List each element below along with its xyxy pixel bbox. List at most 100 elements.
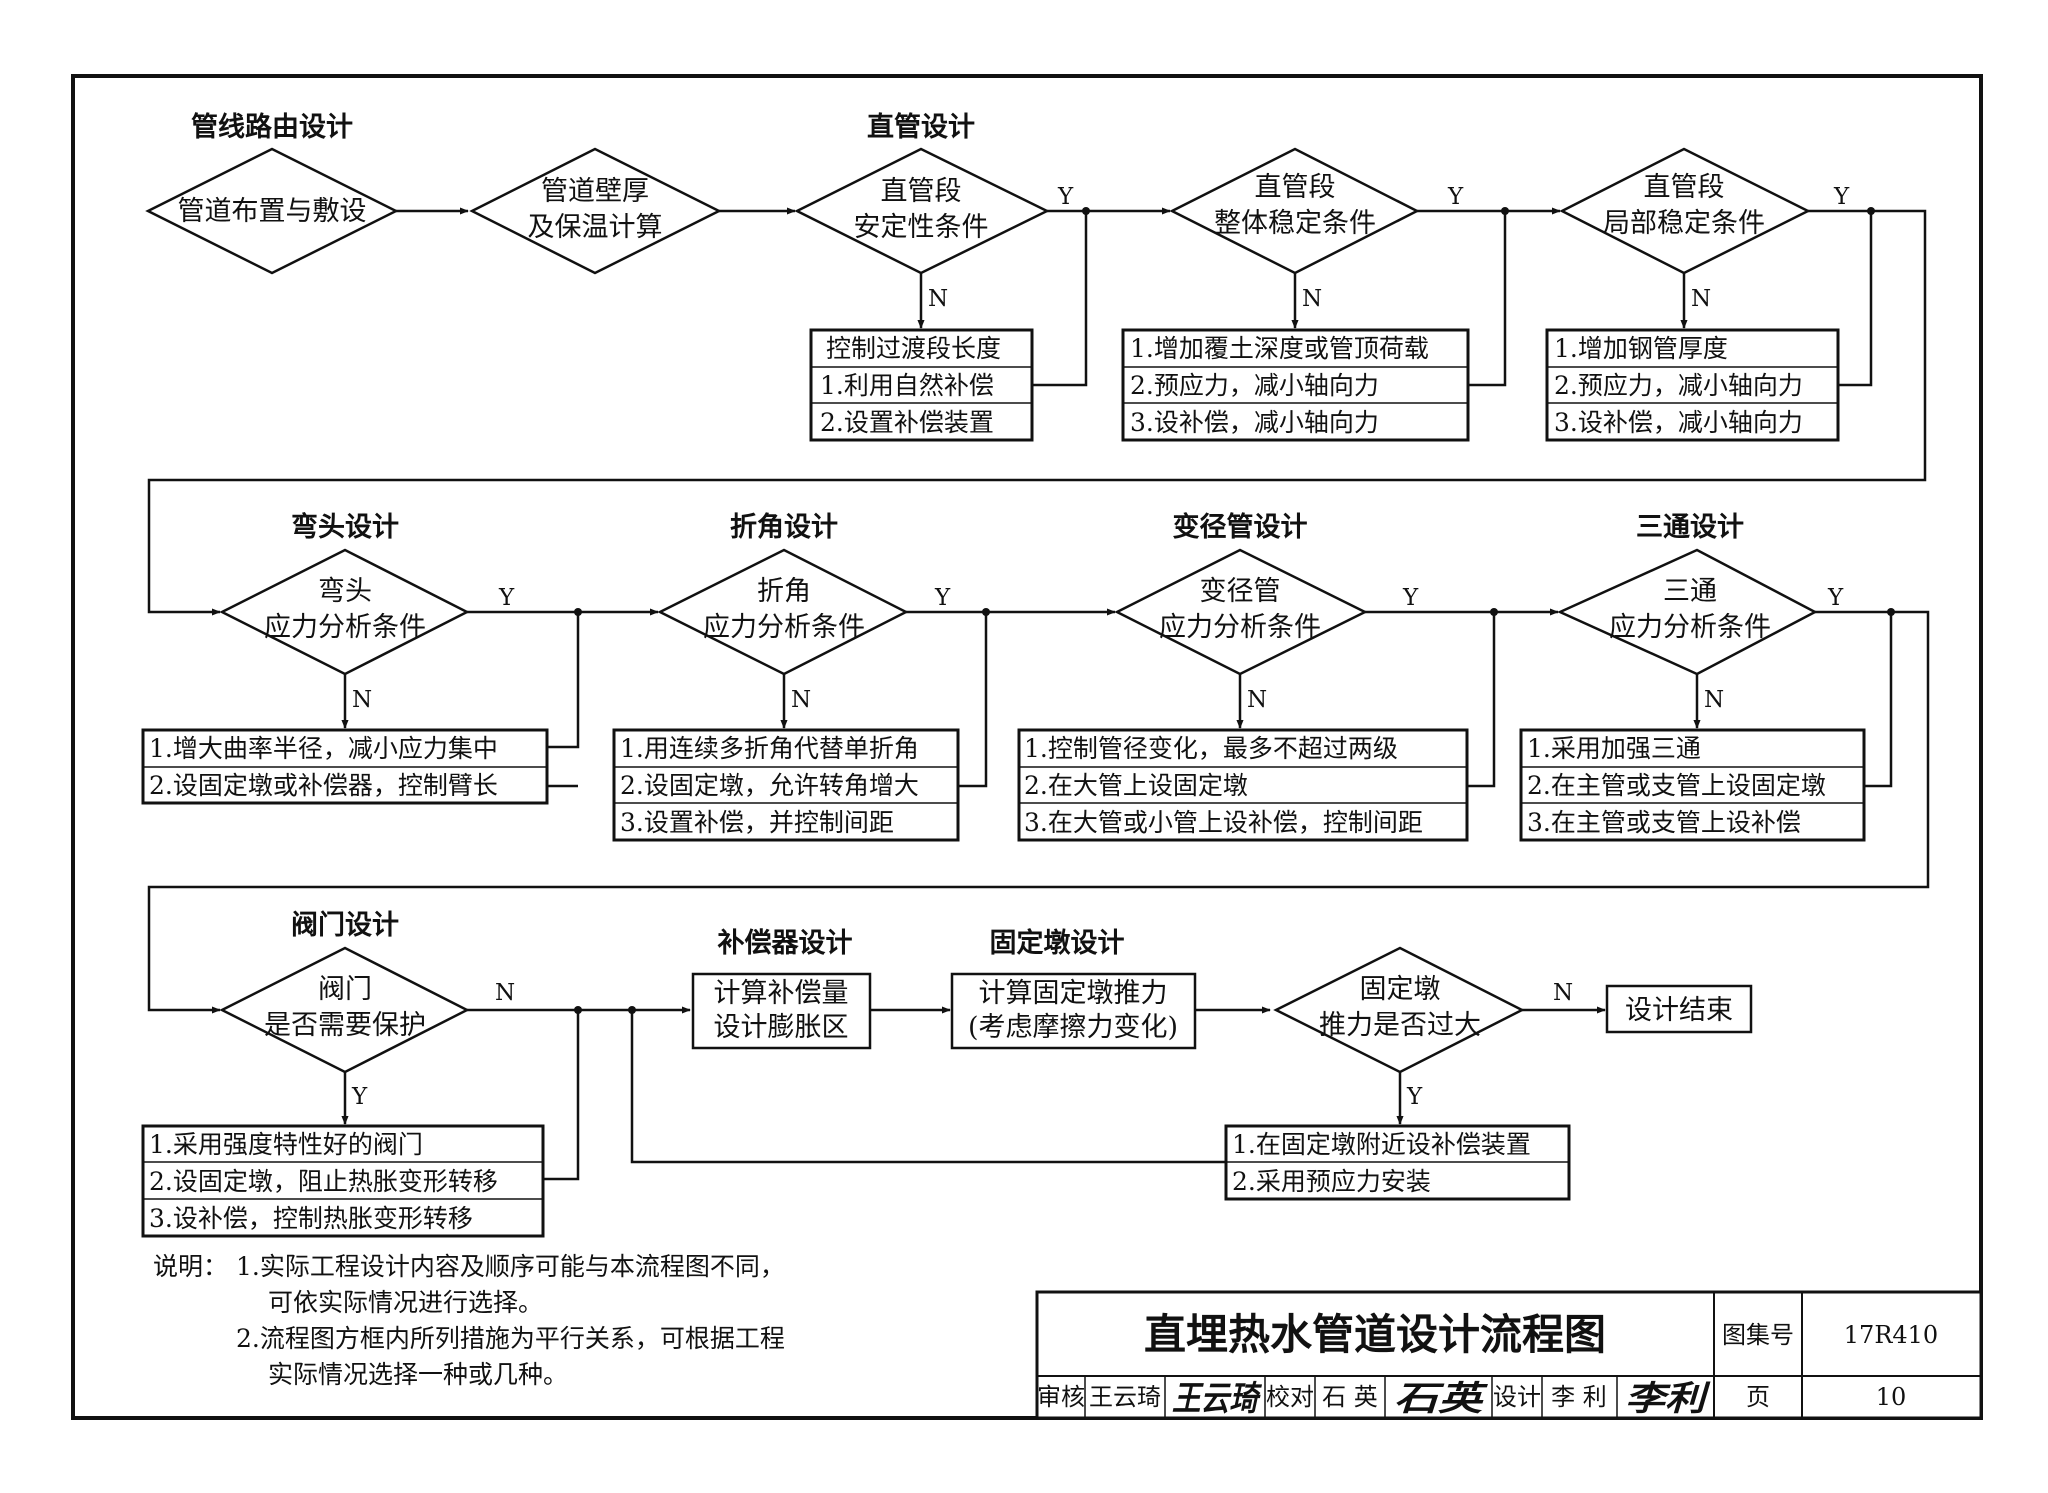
- measure-box-straight-global: 1.增加覆土深度或管顶荷载 2.预应力，减小轴向力 3.设补偿，减小轴向力: [1121, 328, 1470, 442]
- measure-reducer-row2: 2.在大管上设固定墩: [1024, 771, 1248, 800]
- page-label: 页: [1746, 1383, 1770, 1411]
- measure-box-valve: 1.采用强度特性好的阀门 2.设固定墩，阻止热胀变形转移 3.设补偿，控制热胀变…: [141, 1124, 545, 1238]
- process-comp-line2: 设计膨胀区: [714, 1012, 849, 1043]
- decision-s3-line2: 局部稳定条件: [1603, 208, 1765, 239]
- decision-wall-line1: 管道壁厚: [541, 176, 649, 207]
- measure-box-anchor: 1.在固定墩附近设补偿装置 2.采用预应力安装: [1224, 1124, 1571, 1201]
- measure-s2-row2: 2.预应力，减小轴向力: [1130, 371, 1379, 400]
- reviewer-signature: 王云琦: [1172, 1379, 1262, 1419]
- decision-s1-line2: 安定性条件: [854, 212, 989, 243]
- decision-anchor-line2: 推力是否过大: [1319, 1010, 1481, 1041]
- label-y-s1: Y: [1057, 184, 1074, 210]
- decision-s2-line2: 整体稳定条件: [1214, 208, 1376, 239]
- measure-box-straight-local: 1.增加钢管厚度 2.预应力，减小轴向力 3.设补偿，减小轴向力: [1545, 328, 1840, 442]
- notes: 说明： 1.实际工程设计内容及顺序可能与本流程图不同， 可依实际情况进行选择。 …: [153, 1252, 785, 1389]
- label-y-s3: Y: [1833, 184, 1850, 210]
- measure-s1-row1: 控制过渡段长度: [826, 334, 1001, 363]
- decision-straight-global: 直管段 整体稳定条件: [1169, 147, 1420, 275]
- label-n-s2: N: [1302, 286, 1322, 312]
- checker-name: 石 英: [1322, 1383, 1378, 1411]
- measure-elbow-row2: 2.设固定墩或补偿器，控制臂长: [149, 771, 498, 800]
- measure-box-elbow: 1.增大曲率半径，减小应力集中 2.设固定墩或补偿器，控制臂长: [141, 728, 549, 805]
- section-titles: 管线路由设计 直管设计 弯头设计 折角设计 变径管设计 三通设计 阀门设计 补偿…: [191, 111, 1744, 959]
- section-title-tee: 三通设计: [1636, 512, 1744, 543]
- measure-box-bend: 1.用连续多折角代替单折角 2.设固定墩，允许转角增大 3.设置补偿，并控制间距: [612, 728, 960, 842]
- decision-valve-line2: 是否需要保护: [264, 1010, 426, 1041]
- decision-valve-line1: 阀门: [318, 974, 372, 1005]
- label-n-bend: N: [791, 687, 811, 713]
- designer-name: 李 利: [1551, 1383, 1607, 1411]
- label-y-anchor: Y: [1406, 1084, 1423, 1110]
- measure-s2-row3: 3.设补偿，减小轴向力: [1130, 408, 1379, 437]
- decision-wall-thickness: 管道壁厚 及保温计算: [469, 147, 722, 275]
- decision-tee-line2: 应力分析条件: [1609, 612, 1771, 643]
- decision-bend-line2: 应力分析条件: [703, 612, 865, 643]
- label-y-reducer: Y: [1402, 585, 1419, 611]
- decision-anchor-line1: 固定墩: [1360, 974, 1441, 1005]
- branch-labels: Y Y Y N N N Y Y Y Y N N N N N Y N Y: [351, 184, 1850, 1110]
- notes-heading: 说明：: [153, 1252, 228, 1281]
- measure-valve-row1: 1.采用强度特性好的阀门: [149, 1130, 423, 1159]
- decision-s2-line1: 直管段: [1255, 172, 1336, 203]
- decision-s3-line1: 直管段: [1644, 172, 1725, 203]
- page-number: 10: [1876, 1383, 1907, 1411]
- measure-bend-row2: 2.设固定墩，允许转角增大: [620, 771, 919, 800]
- measure-valve-row2: 2.设固定墩，阻止热胀变形转移: [149, 1167, 498, 1196]
- decision-bend: 折角 应力分析条件: [657, 548, 909, 676]
- measure-bend-row3: 3.设置补偿，并控制间距: [620, 808, 894, 837]
- atlas-number: 17R410: [1844, 1321, 1938, 1349]
- checker-signature: 石英: [1394, 1379, 1488, 1419]
- measure-s3-row2: 2.预应力，减小轴向力: [1554, 371, 1803, 400]
- decision-elbow-line2: 应力分析条件: [264, 612, 426, 643]
- measure-tee-row1: 1.采用加强三通: [1527, 734, 1701, 763]
- measure-elbow-row1: 1.增大曲率半径，减小应力集中: [149, 734, 498, 763]
- label-y-elbow: Y: [498, 585, 515, 611]
- measure-s3-row1: 1.增加钢管厚度: [1554, 334, 1728, 363]
- label-n-s3: N: [1691, 286, 1711, 312]
- process-comp-line1: 计算补偿量: [714, 978, 849, 1009]
- drawing-frame: [71, 74, 1983, 1420]
- label-n-elbow: N: [352, 687, 372, 713]
- label-n-s1: N: [928, 286, 948, 312]
- label-n-tee: N: [1704, 687, 1724, 713]
- decision-straight-stability: 直管段 安定性条件: [794, 147, 1050, 275]
- section-title-reducer: 变径管设计: [1173, 511, 1308, 543]
- process-compensator: 计算补偿量 设计膨胀区: [691, 972, 872, 1050]
- measure-s2-row1: 1.增加覆土深度或管顶荷载: [1130, 334, 1429, 363]
- decision-straight-local: 直管段 局部稳定条件: [1559, 147, 1811, 275]
- measure-valve-row3: 3.设补偿，控制热胀变形转移: [149, 1204, 473, 1233]
- drawing-title: 直埋热水管道设计流程图: [1144, 1310, 1606, 1359]
- reviewer-name: 王云琦: [1089, 1383, 1161, 1411]
- designer-signature: 李利: [1625, 1379, 1711, 1419]
- label-y-s2: Y: [1447, 184, 1464, 210]
- label-n-reducer: N: [1247, 687, 1267, 713]
- label-n-anchor: N: [1553, 980, 1573, 1006]
- review-label: 审核: [1037, 1383, 1085, 1411]
- junction-dots: [574, 207, 1895, 1014]
- decision-elbow-line1: 弯头: [318, 576, 372, 607]
- label-y-tee: Y: [1827, 585, 1844, 611]
- label-y-valve: Y: [351, 1084, 368, 1110]
- notes-line-4: 实际情况选择一种或几种。: [268, 1360, 568, 1389]
- section-title-compensator: 补偿器设计: [718, 928, 853, 959]
- measure-box-reducer: 1.控制管径变化，最多不超过两级 2.在大管上设固定墩 3.在大管或小管上设补偿…: [1017, 728, 1469, 842]
- connectors: [147, 207, 1930, 1181]
- process-anchor-line2: (考虑摩擦力变化): [968, 1012, 1178, 1043]
- section-title-bend: 折角设计: [730, 511, 838, 543]
- decision-s1-line1: 直管段: [881, 176, 962, 207]
- measure-tee-row2: 2.在主管或支管上设固定墩: [1527, 771, 1826, 800]
- process-anchor-thrust: 计算固定墩推力 (考虑摩擦力变化): [950, 972, 1197, 1050]
- decision-elbow: 弯头 应力分析条件: [219, 548, 470, 676]
- measure-box-tee: 1.采用加强三通 2.在主管或支管上设固定墩 3.在主管或支管上设补偿: [1519, 728, 1866, 842]
- measure-s1-row2: 1.利用自然补偿: [820, 371, 994, 400]
- measure-anchor-row2: 2.采用预应力安装: [1232, 1167, 1431, 1196]
- decision-reducer-line1: 变径管: [1200, 576, 1281, 607]
- decision-valve: 阀门 是否需要保护: [219, 946, 470, 1074]
- section-title-routing: 管线路由设计: [191, 111, 353, 143]
- process-anchor-line1: 计算固定墩推力: [979, 978, 1168, 1009]
- decision-layout-line1: 管道布置与敷设: [178, 196, 367, 227]
- measure-reducer-row1: 1.控制管径变化，最多不超过两级: [1024, 734, 1398, 763]
- decision-tee: 三通 应力分析条件: [1556, 548, 1818, 676]
- process-end-label: 设计结束: [1625, 995, 1733, 1026]
- notes-line-2: 可依实际情况进行选择。: [268, 1288, 543, 1317]
